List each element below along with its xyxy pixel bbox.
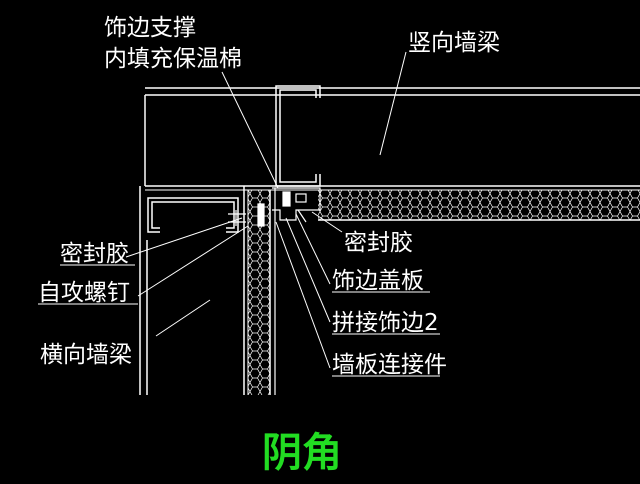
lower-wall-panel — [243, 186, 271, 395]
label-panel-connector: 墙板连接件 — [332, 352, 447, 378]
vertical-wall-beam — [144, 87, 640, 186]
label-horizontal-beam: 横向墙梁 — [40, 342, 132, 368]
left-c-channel — [147, 197, 239, 233]
label-trim-cover: 饰边盖板 — [332, 268, 424, 294]
label-splice-trim: 拼接饰边2 — [332, 310, 439, 336]
label-trim-support: 饰边支撑 — [104, 15, 196, 41]
right-wall-panel — [145, 185, 640, 221]
label-vertical-beam: 竖向墙梁 — [408, 30, 500, 56]
label-self-tapping-screw: 自攻螺钉 — [38, 280, 130, 306]
label-sealant-left: 密封胶 — [60, 241, 129, 267]
horizontal-wall-beam — [139, 186, 148, 395]
trim-support-channel — [275, 85, 321, 187]
label-insulation: 内填充保温棉 — [104, 46, 242, 72]
label-sealant-right: 密封胶 — [344, 230, 413, 256]
leader-lines — [38, 51, 440, 377]
drawing-title: 阴角 — [262, 430, 342, 476]
